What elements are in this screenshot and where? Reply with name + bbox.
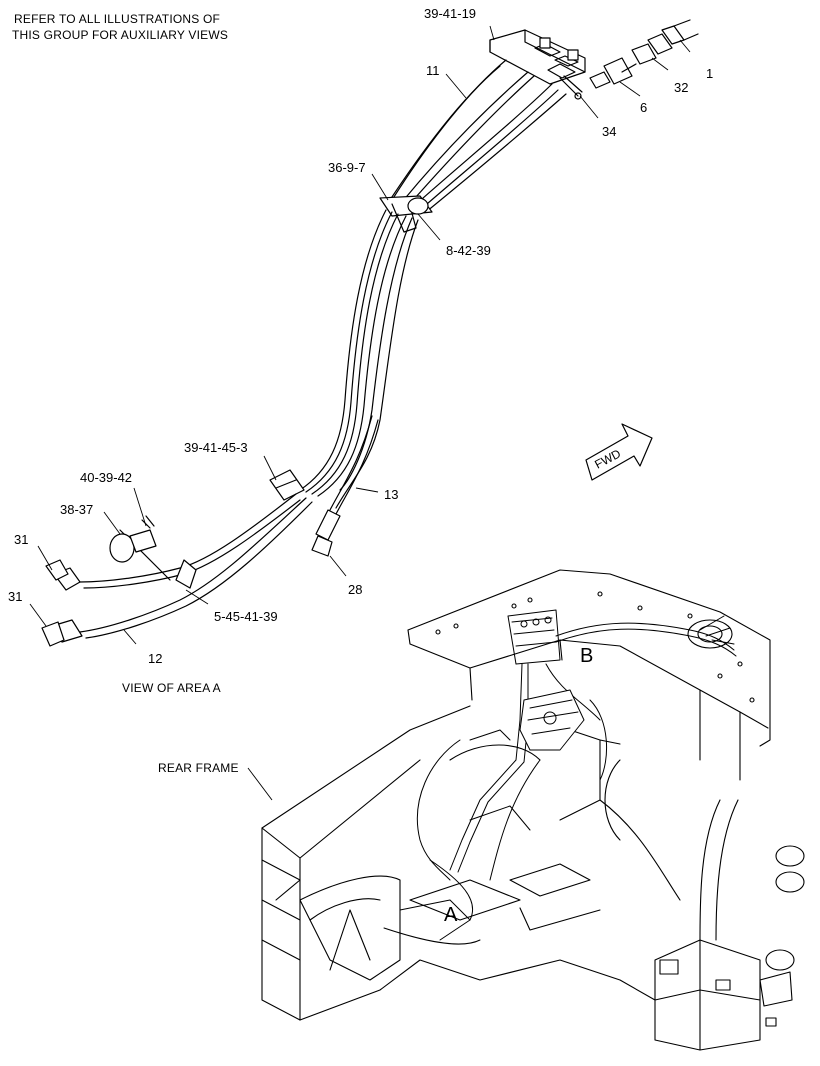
callout-36-9-7: 36-9-7	[328, 160, 366, 175]
view-of-area-label: VIEW OF AREA A	[122, 681, 221, 695]
callout-39-41-45-3: 39-41-45-3	[184, 440, 248, 455]
callout-11: 11	[426, 63, 440, 78]
fitting-31-bottom	[41, 619, 83, 647]
hose-bundle-mid	[299, 209, 419, 509]
clip-39-41-45-3	[269, 469, 305, 501]
callout-32: 32	[674, 80, 689, 95]
clamp-38-37	[109, 515, 157, 563]
hose-bundle-lower	[79, 493, 313, 639]
leader-lines	[29, 25, 691, 801]
rear-frame	[261, 569, 805, 1051]
callout-6: 6	[640, 100, 648, 115]
fitting-31-top	[45, 559, 81, 591]
rear-frame-label: REAR FRAME	[158, 761, 239, 775]
callout-12: 12	[148, 651, 163, 666]
clip-36-9-7	[379, 195, 433, 233]
hose-13	[311, 415, 379, 557]
bracket-assembly	[489, 29, 586, 100]
callout-8-42-39: 8-42-39	[446, 243, 491, 258]
frame-harness	[383, 609, 737, 945]
hose-bundle-upper	[385, 59, 567, 213]
callout-31-top: 31	[14, 532, 29, 547]
callout-40-39-42: 40-39-42	[80, 470, 133, 485]
refer-note-line1: REFER TO ALL ILLUSTRATIONS OF	[14, 12, 221, 26]
callout-34: 34	[602, 124, 617, 139]
callout-39-41-19: 39-41-19	[424, 6, 477, 21]
area-label-b: B	[580, 645, 594, 667]
callout-13: 13	[384, 487, 399, 502]
area-label-a: A	[444, 904, 458, 926]
callout-28: 28	[348, 582, 363, 597]
callout-38-37: 38-37	[60, 502, 94, 517]
callout-1: 1	[706, 66, 714, 81]
refer-note-line2: THIS GROUP FOR AUXILIARY VIEWS	[12, 28, 229, 42]
upper-fittings	[589, 19, 699, 89]
fwd-arrow	[585, 423, 653, 481]
callout-31-bottom: 31	[8, 589, 23, 604]
callout-5-45-41-39: 5-45-41-39	[214, 609, 278, 624]
